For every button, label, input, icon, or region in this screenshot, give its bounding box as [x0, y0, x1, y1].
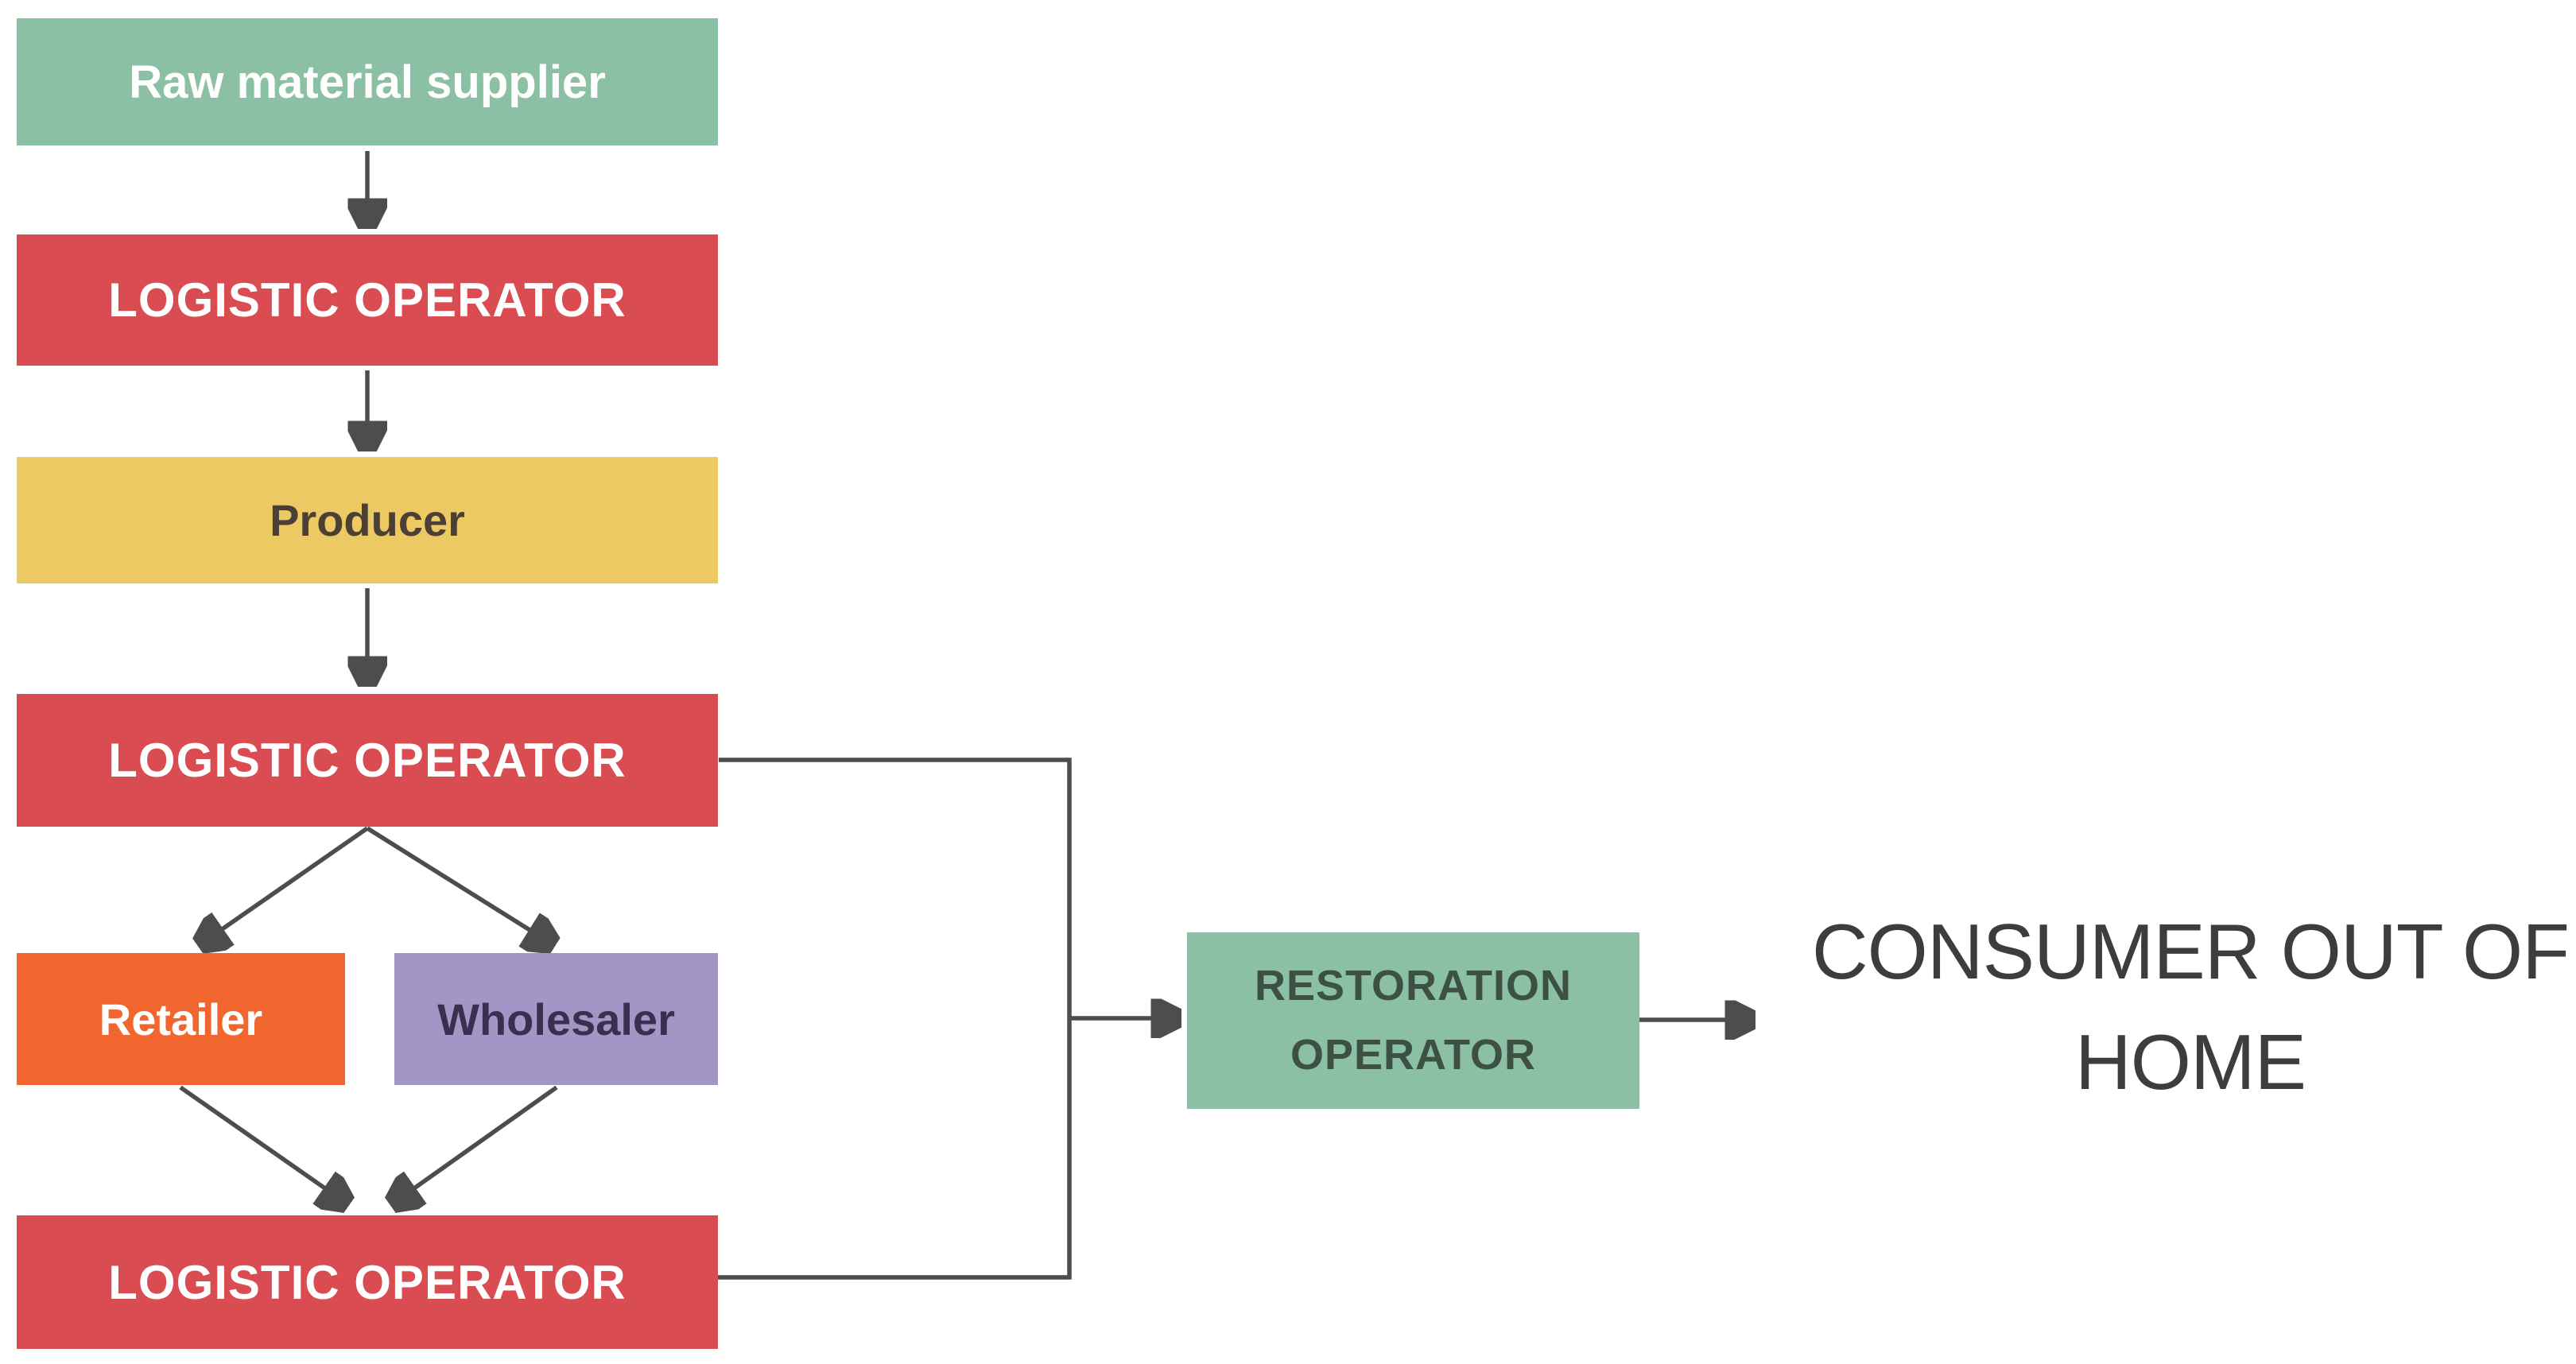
arrow-retailer-to-logistic3	[179, 1085, 347, 1203]
node-retailer: Retailer	[17, 953, 345, 1085]
node-logistic-operator-1-label: LOGISTIC OPERATOR	[108, 273, 627, 327]
node-retailer-label: Retailer	[99, 994, 263, 1044]
node-raw-material-supplier-label: Raw material supplier	[129, 56, 606, 108]
consumer-text-line2: HOME	[2075, 1018, 2306, 1106]
arrow-logistic2-to-wholesaler	[366, 826, 553, 944]
bus-logistic-to-restoration	[718, 758, 1072, 1280]
consumer-text-line1: CONSUMER OUT OF	[1811, 908, 2570, 995]
node-raw-material-supplier: Raw material supplier	[17, 18, 718, 145]
node-restoration-operator: RESTORATION OPERATOR	[1187, 932, 1639, 1109]
node-logistic-operator-3: LOGISTIC OPERATOR	[17, 1215, 718, 1349]
node-producer-label: Producer	[270, 495, 465, 545]
node-logistic-operator-3-label: LOGISTIC OPERATOR	[108, 1255, 627, 1309]
node-restoration-operator-label-line1: RESTORATION	[1254, 961, 1573, 1009]
node-logistic-operator-1: LOGISTIC OPERATOR	[17, 234, 718, 366]
arrow-logistic2-to-retailer	[200, 826, 369, 944]
consumer-out-of-home-text: CONSUMER OUT OF HOME	[1805, 897, 2576, 1118]
node-wholesaler: Wholesaler	[394, 953, 718, 1085]
node-producer: Producer	[17, 457, 718, 583]
node-logistic-operator-2-label: LOGISTIC OPERATOR	[108, 734, 627, 787]
arrow-wholesaler-to-logistic3	[393, 1085, 558, 1203]
node-restoration-operator-label-line2: OPERATOR	[1290, 1031, 1537, 1079]
node-logistic-operator-2: LOGISTIC OPERATOR	[17, 694, 718, 827]
node-wholesaler-label: Wholesaler	[437, 994, 675, 1044]
